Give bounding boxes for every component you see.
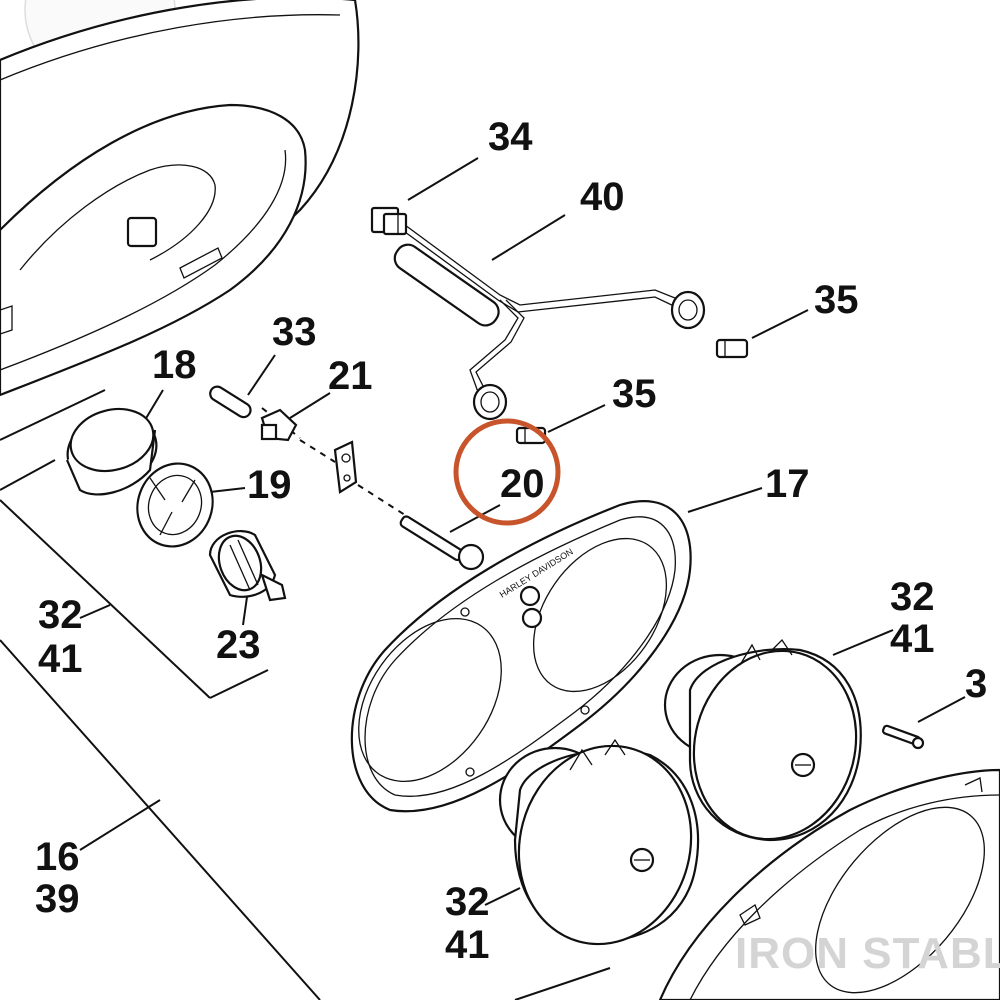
boot-18 <box>65 407 158 496</box>
callout-labels: 34 40 35 35 33 21 18 19 20 17 23 3 32 41… <box>35 115 987 967</box>
callout-19: 19 <box>247 463 292 507</box>
inner-fairing <box>658 768 1000 1000</box>
wedge-bulb-right <box>715 338 749 359</box>
bulb-23 <box>208 530 287 602</box>
callout-33: 33 <box>272 310 317 354</box>
bulb-socket-right <box>670 290 706 330</box>
connector-34 <box>370 206 408 236</box>
callout-41-upper: 41 <box>890 617 935 661</box>
callout-34: 34 <box>488 115 533 159</box>
callout-32-lower: 32 <box>445 880 490 924</box>
callout-17: 17 <box>765 462 810 506</box>
fairing-clip <box>126 216 158 248</box>
callout-18: 18 <box>152 343 197 387</box>
screw-20 <box>399 515 485 571</box>
callout-39: 39 <box>35 877 80 921</box>
callout-35-left: 35 <box>612 372 657 416</box>
callout-21: 21 <box>328 354 373 398</box>
leader-lines <box>79 157 966 906</box>
bulb-socket-left <box>472 383 508 421</box>
callout-32-left: 32 <box>38 593 83 637</box>
callout-35-right: 35 <box>814 278 859 322</box>
callout-16: 16 <box>35 835 80 879</box>
callout-32-upper: 32 <box>890 575 935 619</box>
wiring-harness <box>370 206 706 421</box>
callout-41-left: 41 <box>38 637 83 681</box>
highlight-circle <box>453 418 561 526</box>
headlamp-upper <box>663 638 862 842</box>
pin-33 <box>209 385 252 419</box>
retainer-ring-19 <box>136 462 214 548</box>
callout-3: 3 <box>965 662 987 706</box>
callout-20: 20 <box>500 462 545 506</box>
callout-41-lower: 41 <box>445 923 490 967</box>
adjuster-assembly <box>209 385 485 571</box>
callout-23: 23 <box>216 623 261 667</box>
clip-21 <box>260 408 298 442</box>
outer-fairing <box>0 0 360 397</box>
plate-bracket <box>333 440 358 494</box>
screw-3 <box>882 724 925 750</box>
bezel-right-opening <box>532 537 668 693</box>
watermark-text: IRON STABLE <box>735 929 1000 978</box>
bezel-17: HARLEY DAVIDSON <box>350 500 692 813</box>
harness-sleeve <box>393 243 500 327</box>
bezel-left-opening <box>358 617 502 783</box>
bracket-lines <box>0 389 611 1000</box>
callout-40: 40 <box>580 175 625 219</box>
headlamp-lower <box>498 738 700 946</box>
